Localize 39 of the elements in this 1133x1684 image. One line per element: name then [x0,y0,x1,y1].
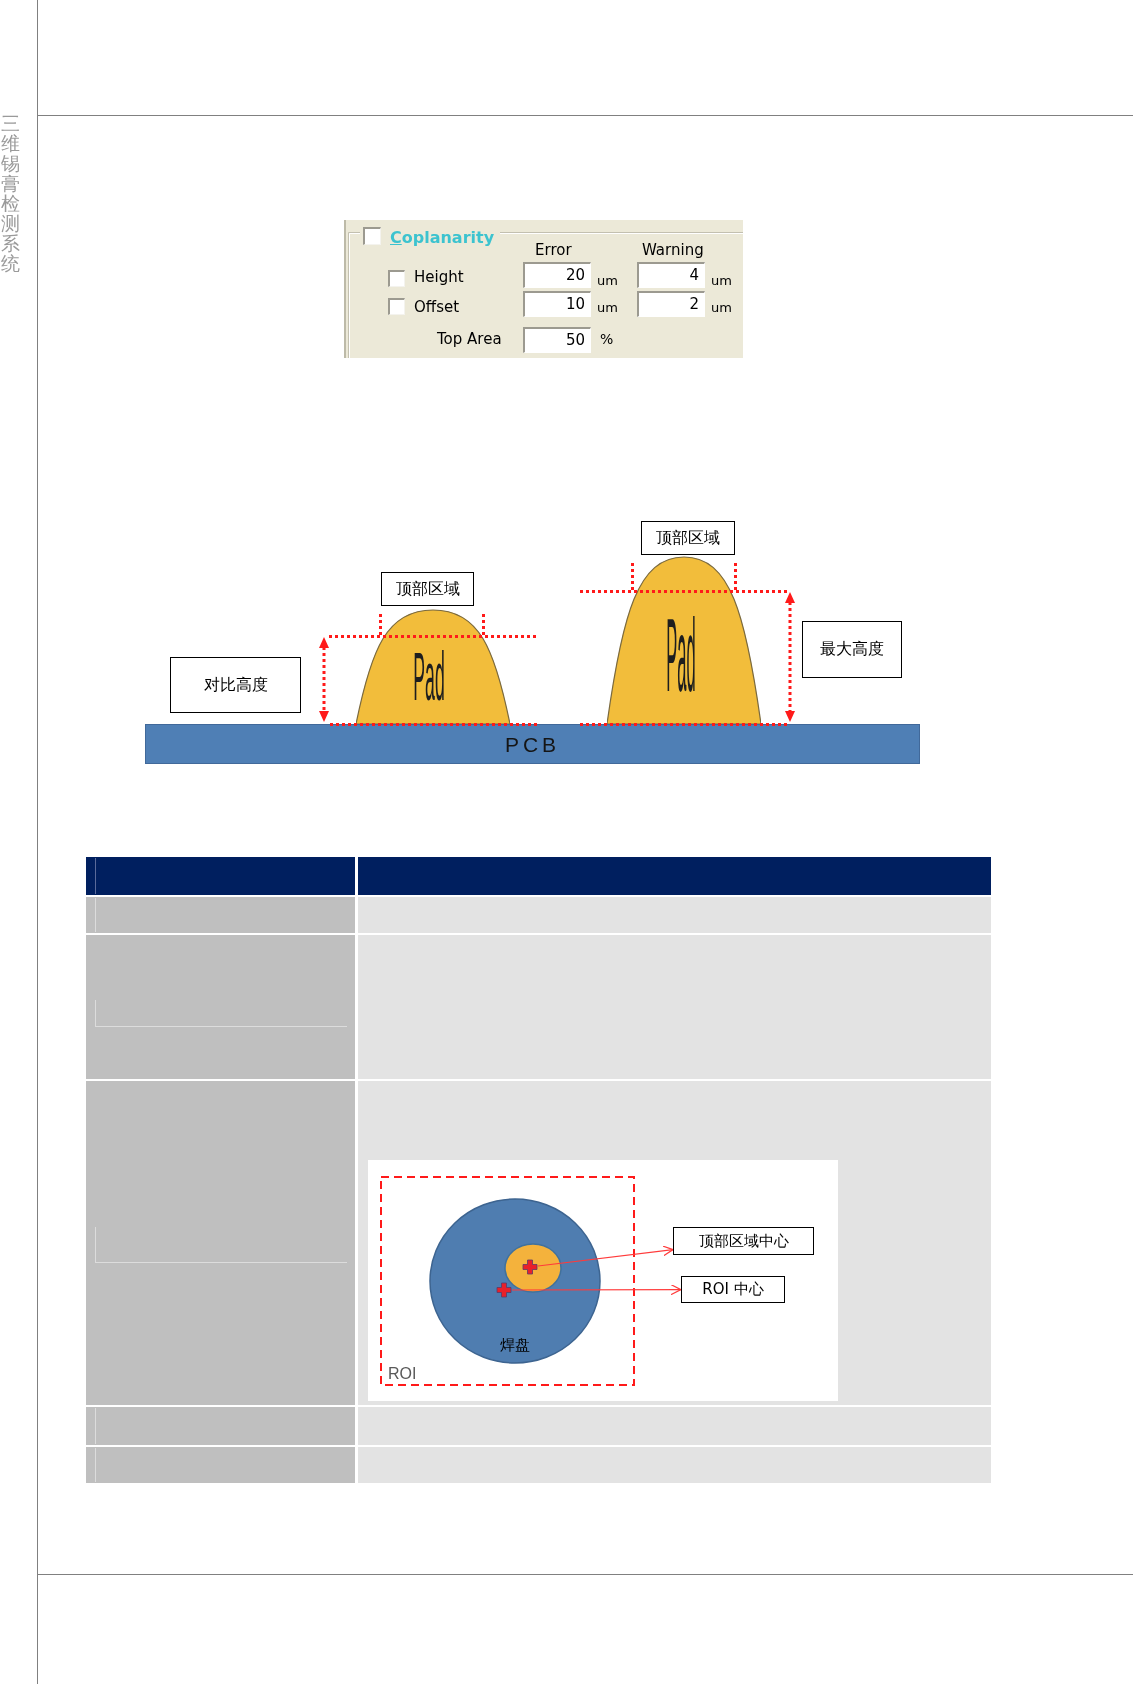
pad-label: 焊盘 [500,1336,530,1354]
deposit-label: Pad [666,603,696,707]
column-heading: Warning [642,241,704,259]
row-label: Offset [414,298,460,316]
unit-label: um [711,300,732,316]
input-field: 20 [523,262,591,288]
column-heading: Error [535,241,572,259]
board-label: PCB [504,733,561,755]
unit-label: um [597,273,618,289]
top-area-region [504,1243,562,1293]
panel-title: Coplanarity [390,228,495,248]
solder-pad [429,1198,601,1364]
input-field: 4 [637,262,705,288]
leader-arrow [537,1245,674,1267]
row-label: Height [414,268,464,286]
input-field: 2 [637,291,705,317]
solder-paste-deposit [607,555,761,724]
unit-label: % [600,331,614,348]
row-label: Top Area [437,330,502,348]
annotation-box: 对比高度 [170,657,301,713]
unit-label: um [597,300,618,316]
cross-mark-icon [522,1259,538,1275]
annotation-box: ROI 中心 [681,1276,785,1303]
pcb-board [145,724,920,764]
input-field: 10 [523,291,591,317]
unit-label: um [711,273,732,289]
annotation-box: 顶部区域 [641,521,735,555]
cross-mark-icon [496,1282,512,1298]
deposit-label: Pad [413,642,445,710]
roi-frame [380,1176,635,1386]
annotation-box: 顶部区域中心 [673,1227,814,1255]
settings-panel [344,220,743,358]
annotation-box: 最大高度 [802,621,902,678]
leader-arrow [511,1284,682,1296]
roi-label: ROI [388,1364,417,1384]
input-field: 50 [523,327,591,353]
solder-paste-deposit [356,608,510,724]
annotation-box: 顶部区域 [381,572,474,606]
side-header: 三维锡膏检测系统 [1,113,21,273]
